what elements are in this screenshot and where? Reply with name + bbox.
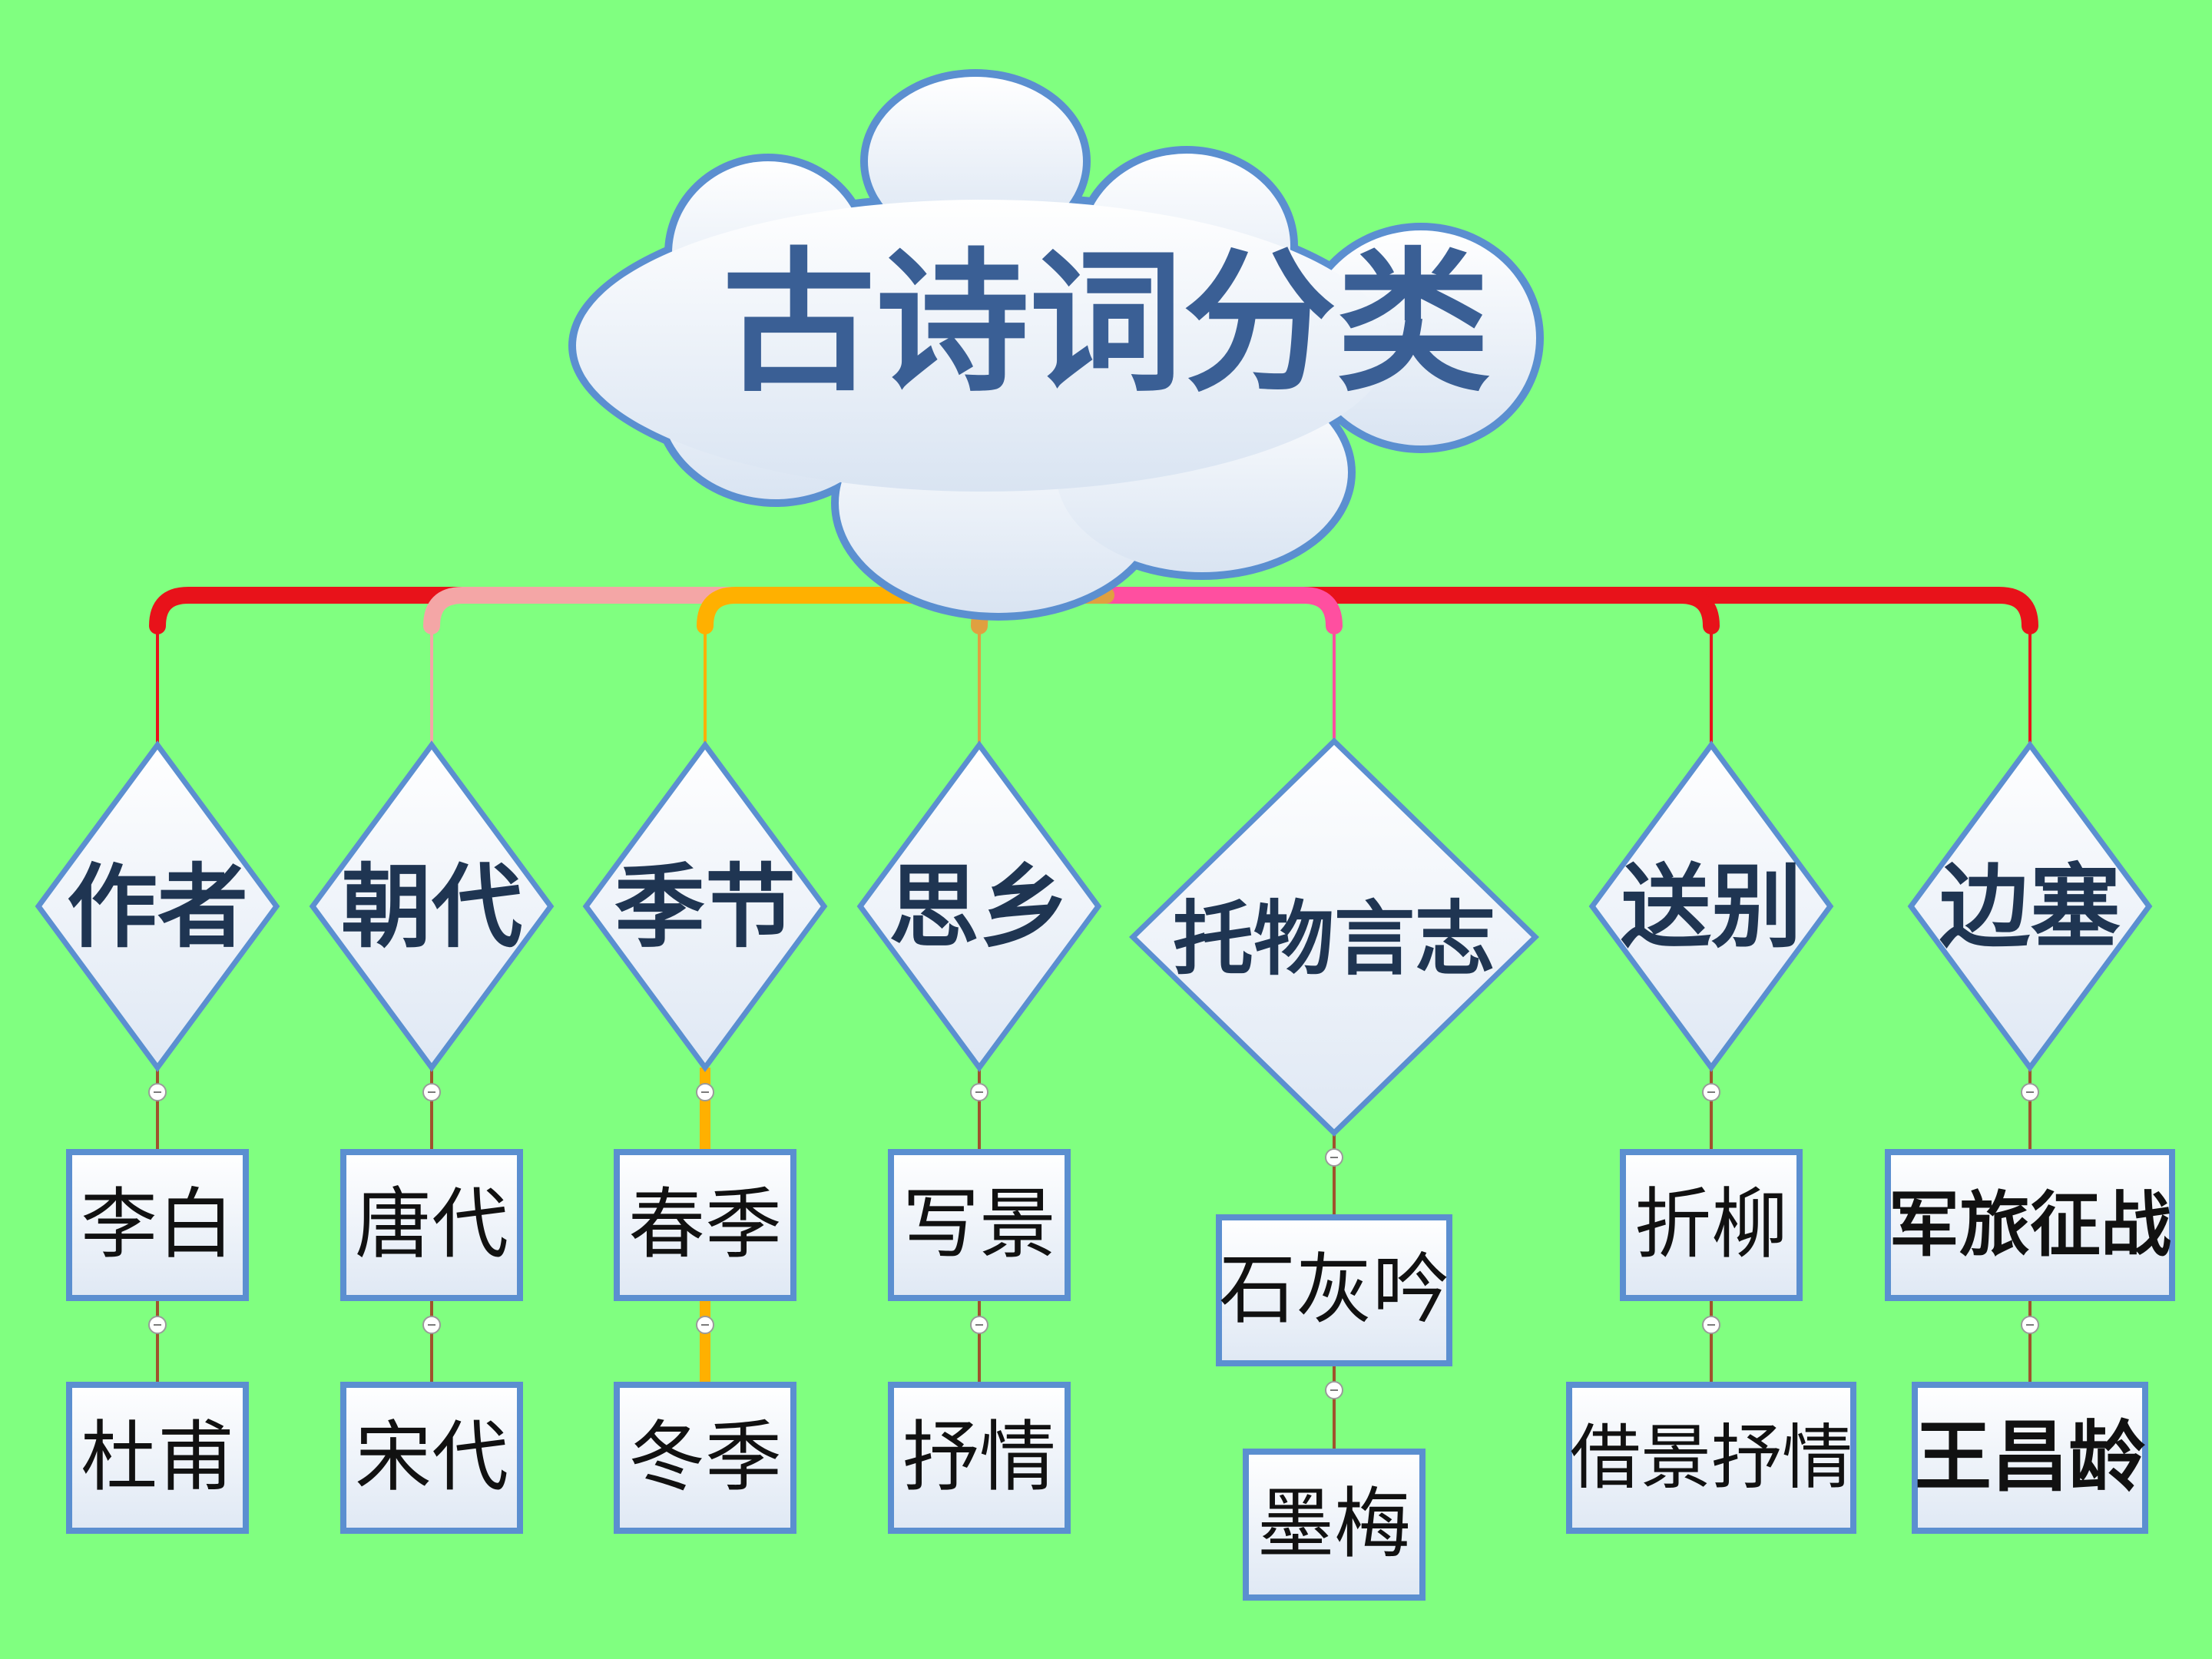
- leaf-label: 石灰吟: [1219, 1244, 1449, 1334]
- diamond-shape: [582, 740, 828, 1072]
- root-title: 古诗词分类: [722, 234, 1490, 413]
- leaf-node[interactable]: 杜甫: [66, 1382, 249, 1534]
- category-label: 思乡: [889, 854, 1070, 960]
- leaf-label: 冬季: [628, 1412, 782, 1502]
- category-label: 作者: [67, 854, 248, 960]
- leaf-node[interactable]: 写景: [888, 1149, 1071, 1301]
- category-node-1[interactable]: 作者: [35, 740, 280, 1072]
- leaf-box: [1216, 1214, 1452, 1366]
- leaf-node[interactable]: 抒情: [888, 1382, 1071, 1534]
- leaf-label: 王昌龄: [1915, 1412, 2145, 1502]
- category-node-2[interactable]: 朝代: [309, 740, 555, 1072]
- category-node-7[interactable]: 边塞: [1907, 740, 2153, 1072]
- diamond-shape: [856, 740, 1102, 1072]
- leaf-box: [66, 1149, 249, 1301]
- leaf-node[interactable]: 春季: [614, 1149, 796, 1301]
- category-label: 朝代: [341, 854, 522, 960]
- category-node-3[interactable]: 季节: [582, 740, 828, 1072]
- branch-connector-4: [1098, 587, 1343, 634]
- leaf-node[interactable]: 王昌龄: [1912, 1382, 2148, 1534]
- leaf-box: [1620, 1149, 1803, 1301]
- category-node-6[interactable]: 送别: [1588, 740, 1834, 1072]
- leaf-label: 春季: [628, 1179, 782, 1269]
- leaf-box: [614, 1382, 796, 1534]
- leaf-node[interactable]: 折柳: [1620, 1149, 1803, 1301]
- root-node[interactable]: 古诗词分类: [568, 69, 1544, 621]
- category-label: 托物言志: [1173, 892, 1495, 986]
- category-label: 边塞: [1939, 854, 2121, 960]
- leaf-node[interactable]: 石灰吟: [1216, 1214, 1452, 1366]
- leaf-box: [1566, 1382, 1856, 1534]
- leaf-label: 借景抒情: [1570, 1416, 1853, 1498]
- leaf-node[interactable]: 宋代: [340, 1382, 523, 1534]
- leaf-label: 唐代: [355, 1179, 508, 1269]
- branch-lines: [149, 587, 2038, 1452]
- leaf-box: [340, 1149, 523, 1301]
- leaf-box: [888, 1149, 1071, 1301]
- leaf-label: 写景: [902, 1179, 1056, 1269]
- diamond-shape: [1588, 740, 1834, 1072]
- category-node-5[interactable]: 托物言志: [1128, 737, 1540, 1137]
- leaf-node[interactable]: 借景抒情: [1566, 1382, 1856, 1534]
- category-label: 季节: [614, 854, 796, 960]
- diamond-shape: [309, 740, 555, 1072]
- category-node-4[interactable]: 思乡: [856, 740, 1102, 1072]
- leaf-node[interactable]: 冬季: [614, 1382, 796, 1534]
- leaf-label: 折柳: [1634, 1179, 1788, 1269]
- cloud-shape: [568, 69, 1544, 621]
- leaf-node[interactable]: 墨梅: [1243, 1449, 1426, 1601]
- leaf-box: [614, 1149, 796, 1301]
- leaf-label: 李白: [81, 1179, 234, 1269]
- leaf-box: [1243, 1449, 1426, 1601]
- leaf-label: 杜甫: [81, 1412, 234, 1502]
- leaf-box: [340, 1382, 523, 1534]
- leaf-label: 军旅征战: [1889, 1184, 2171, 1266]
- leaf-label: 抒情: [902, 1412, 1056, 1502]
- diamond-shape: [35, 740, 280, 1072]
- leaf-box: [888, 1382, 1071, 1534]
- leaf-node[interactable]: 军旅征战: [1885, 1149, 2175, 1301]
- category-label: 送别: [1621, 854, 1802, 960]
- leaf-box: [1885, 1149, 2175, 1301]
- leaf-node[interactable]: 李白: [66, 1149, 249, 1301]
- diamond-shape: [1907, 740, 2153, 1072]
- leaf-box: [66, 1382, 249, 1534]
- leaf-node[interactable]: 唐代: [340, 1149, 523, 1301]
- diamond-shape: [1128, 737, 1540, 1137]
- leaf-label: 墨梅: [1257, 1479, 1411, 1568]
- leaf-label: 宋代: [355, 1412, 508, 1502]
- leaf-box: [1912, 1382, 2148, 1534]
